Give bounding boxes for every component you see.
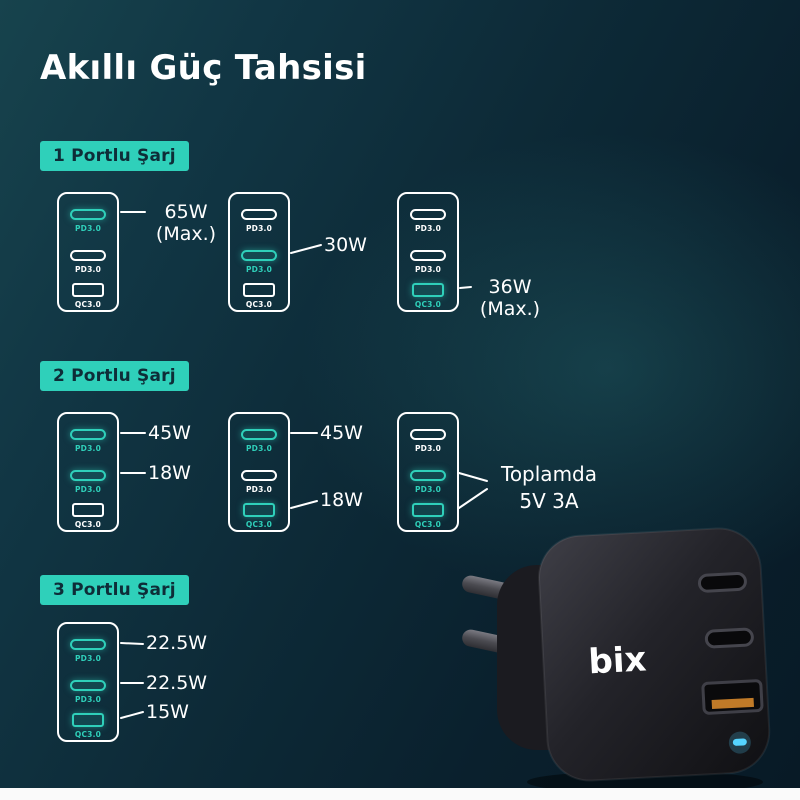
- total-output-callout: Toplamda 5V 3A: [490, 461, 608, 515]
- usbc-port-1-photo: [697, 572, 747, 593]
- wattage-callout-22w-b: 22.5W: [146, 672, 207, 694]
- wattage-callout-18w-b: 18W: [320, 489, 363, 511]
- usbc-port-2: [410, 470, 446, 481]
- wattage-callout-36w: 36W (Max.): [474, 276, 546, 320]
- port-label-qc: QC3.0: [74, 730, 102, 739]
- port-label-pd1: PD3.0: [245, 444, 272, 453]
- wattage-callout-30w: 30W: [324, 234, 367, 256]
- usbc-port-1: [70, 429, 106, 440]
- usba-port-photo: [701, 679, 764, 715]
- usba-port: [72, 283, 104, 297]
- charger-body-group: bix: [538, 527, 771, 782]
- port-label-pd1: PD3.0: [414, 444, 441, 453]
- usbc-port-2: [410, 250, 446, 261]
- usbc-port-2-photo: [704, 627, 754, 649]
- usba-port: [412, 283, 444, 297]
- port-label-qc: QC3.0: [245, 300, 273, 309]
- port-label-qc: QC3.0: [74, 300, 102, 309]
- usbc-port-2: [70, 680, 106, 691]
- wattage-value: 15W: [146, 701, 189, 723]
- usbc-port-1: [241, 429, 277, 440]
- port-label-qc: QC3.0: [245, 520, 273, 529]
- charger-diagram-s2-d3: PD3.0 PD3.0 QC3.0: [397, 412, 459, 532]
- usbc-port-1: [410, 209, 446, 220]
- usbc-port-1: [241, 209, 277, 220]
- port-label-pd2: PD3.0: [74, 265, 101, 274]
- port-label-pd2: PD3.0: [74, 485, 101, 494]
- port-label-pd2: PD3.0: [245, 485, 272, 494]
- wattage-callout-45w-b: 45W: [320, 422, 363, 444]
- wattage-value: 65W: [164, 201, 208, 223]
- port-label-qc: QC3.0: [414, 520, 442, 529]
- section-label-1-port: 1 Portlu Şarj: [40, 141, 189, 171]
- usba-port: [243, 283, 275, 297]
- usba-tongue: [711, 697, 755, 710]
- usba-port: [243, 503, 275, 517]
- port-label-pd2: PD3.0: [414, 485, 441, 494]
- usbc-port-2: [241, 250, 277, 261]
- charger-diagram-s2-d2: PD3.0 PD3.0 QC3.0: [228, 412, 290, 532]
- wattage-callout-65w: 65W (Max.): [148, 201, 224, 245]
- wattage-value: 18W: [148, 462, 191, 484]
- wattage-value: 36W: [488, 276, 532, 298]
- wattage-qualifier: (Max.): [479, 298, 541, 320]
- usbc-port-1: [410, 429, 446, 440]
- wattage-value: 45W: [320, 422, 363, 444]
- wattage-value: 45W: [148, 422, 191, 444]
- usbc-port-2: [70, 250, 106, 261]
- charger-diagram-s1-d1: PD3.0 PD3.0 QC3.0: [57, 192, 119, 312]
- led-indicator: [732, 738, 747, 746]
- charger-diagram-s1-d3: PD3.0 PD3.0 QC3.0: [397, 192, 459, 312]
- port-label-pd1: PD3.0: [74, 654, 101, 663]
- wattage-value: 22.5W: [146, 632, 208, 654]
- port-label-qc: QC3.0: [74, 520, 102, 529]
- wattage-value: 30W: [324, 234, 367, 256]
- port-label-pd1: PD3.0: [414, 224, 441, 233]
- wattage-callout-45w-a: 45W: [148, 422, 191, 444]
- usba-port: [412, 503, 444, 517]
- page-title: Akıllı Güç Tahsisi: [40, 48, 367, 88]
- wattage-callout-22w-a: 22.5W: [146, 632, 207, 654]
- bottom-white-strip: [0, 788, 800, 800]
- usba-port: [72, 713, 104, 727]
- usbc-port-2: [70, 470, 106, 481]
- total-value: 5V 3A: [519, 489, 579, 513]
- port-label-pd2: PD3.0: [414, 265, 441, 274]
- usbc-port-1: [70, 639, 106, 650]
- charger-diagram-s1-d2: PD3.0 PD3.0 QC3.0: [228, 192, 290, 312]
- port-label-pd1: PD3.0: [74, 444, 101, 453]
- charger-diagram-s2-d1: PD3.0 PD3.0 QC3.0: [57, 412, 119, 532]
- brand-logo: bix: [587, 639, 647, 682]
- wattage-callout-15w: 15W: [146, 701, 189, 723]
- usba-port: [72, 503, 104, 517]
- wattage-value: 18W: [320, 489, 363, 511]
- port-label-pd2: PD3.0: [74, 695, 101, 704]
- port-label-qc: QC3.0: [414, 300, 442, 309]
- charger-diagram-s3-d1: PD3.0 PD3.0 QC3.0: [57, 622, 119, 742]
- wattage-callout-18w-a: 18W: [148, 462, 191, 484]
- product-photo: bix: [462, 527, 771, 793]
- wattage-qualifier: (Max.): [155, 223, 217, 245]
- total-label: Toplamda: [501, 462, 597, 486]
- usbc-port-1: [70, 209, 106, 220]
- section-label-3-port: 3 Portlu Şarj: [40, 575, 189, 605]
- wattage-value: 22.5W: [146, 672, 208, 694]
- port-label-pd1: PD3.0: [245, 224, 272, 233]
- section-label-2-port: 2 Portlu Şarj: [40, 361, 189, 391]
- usbc-port-2: [241, 470, 277, 481]
- port-label-pd1: PD3.0: [74, 224, 101, 233]
- port-label-pd2: PD3.0: [245, 265, 272, 274]
